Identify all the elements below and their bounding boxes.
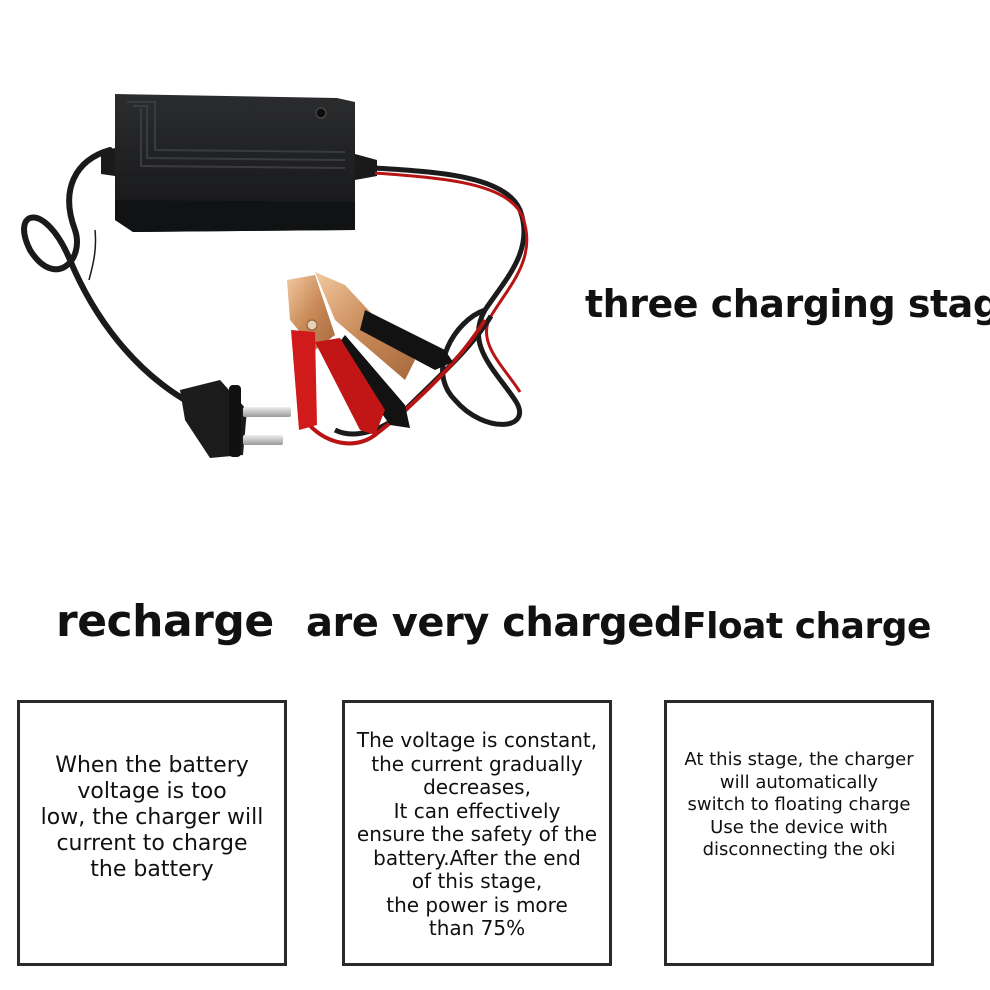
stage-title-recharge: recharge (56, 596, 274, 647)
stage-description-box-very-charged: The voltage is constant, the current gra… (342, 700, 612, 966)
description-line: At this stage, the charger (684, 749, 914, 770)
stage-title-very-charged: are very charged (306, 600, 683, 646)
description-line: decreases, (423, 775, 531, 799)
description-line: disconnecting the oki (702, 839, 896, 860)
description-line: the power is more (386, 892, 568, 917)
red-clip-icon (287, 275, 385, 435)
description-line: the current gradually (371, 751, 583, 776)
power-plug-icon (180, 380, 291, 458)
stage-title-float-charge: Float charge (682, 606, 931, 647)
stage-description-box-recharge: When the battery voltage is too low, the… (17, 700, 287, 966)
description-line: When the battery (55, 753, 249, 778)
dc-cable-red (374, 171, 529, 393)
description-line: Use the device with (710, 816, 888, 838)
power-cord (21, 147, 188, 403)
stage-description-box-float-charge: At this stage, the charger will automati… (664, 700, 934, 966)
description-line: battery.After the end (373, 845, 581, 870)
description-line: switch to floating charge (687, 794, 911, 815)
description-line: will automatically (719, 771, 879, 793)
dc-cable-black (374, 165, 527, 427)
description-line: of this stage, (411, 869, 543, 893)
description-line: than 75% (428, 916, 526, 940)
charger-body-icon (101, 94, 377, 232)
battery-charger-image (21, 94, 529, 458)
black-clip-icon (315, 272, 453, 428)
description-line: voltage is too (77, 779, 227, 804)
description-line: current to charge (56, 831, 248, 856)
description-line: It can effectively (393, 798, 561, 823)
description-line: the battery (90, 857, 214, 882)
description-line: ensure the safety of the (356, 822, 598, 846)
description-line: low, the charger will (40, 805, 264, 830)
headline: three charging stages (585, 282, 990, 326)
description-line: The voltage is constant, (356, 728, 598, 752)
